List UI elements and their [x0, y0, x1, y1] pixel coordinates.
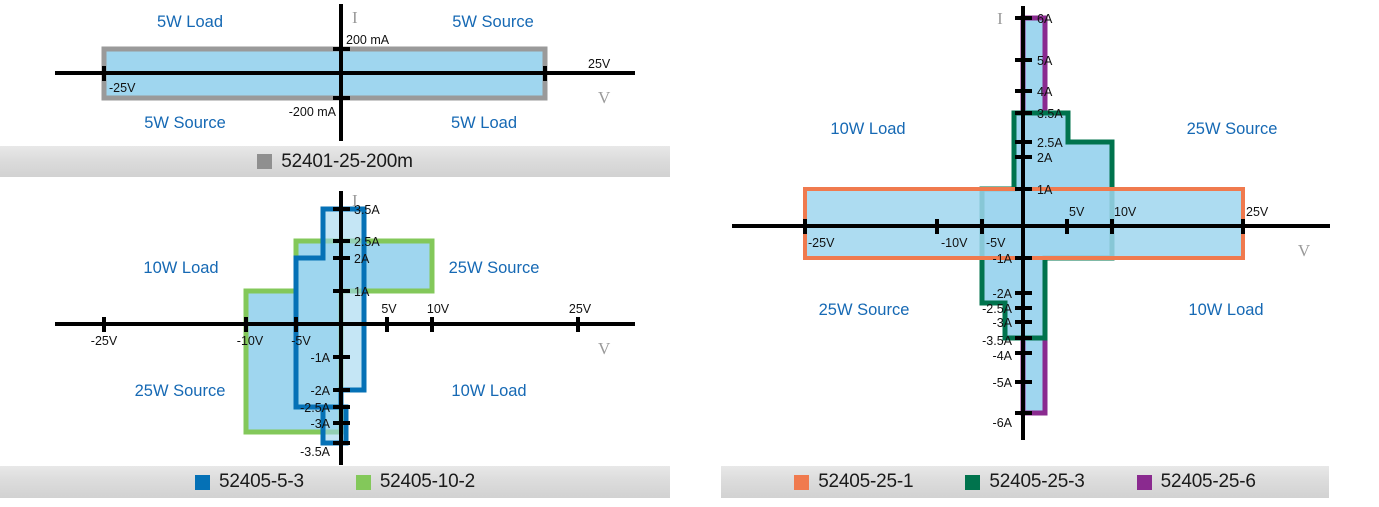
legend-item[interactable]: 52405-25-3 [965, 471, 1085, 493]
legend-item-label: 52401-25-200m [281, 150, 413, 172]
legend-item-label: 52405-25-6 [1160, 471, 1256, 492]
quadrant-label-top-left: 5W Load [157, 13, 223, 31]
right-panel: -25V -10V -5V 5V 10V 25V 6A 5A 4A 3.5A 2… [690, 0, 1379, 507]
v-tick-label-10: 10V [427, 302, 450, 316]
i-tick-label-2p5a: 2.5A [1037, 136, 1063, 150]
chart-52405-5-10-svg: -25V -10V -5V 5V 10V 25V 3.5A 2.5A 2A 1A… [55, 191, 635, 465]
v-tick-label-5: 5V [381, 302, 397, 316]
legend-item-label: 52405-5-3 [218, 471, 304, 492]
legend-swatch-icon [1136, 474, 1152, 490]
legend-52405-5-10: 52405-5-3 52405-10-2 [0, 466, 670, 498]
tick-label-v-neg: -25V [109, 81, 136, 95]
i-tick-label-3p5a: 3.5A [1037, 107, 1063, 121]
v-tick-label-5: 5V [1069, 205, 1085, 219]
axis-label-current: I [352, 8, 358, 27]
v-tick-label-neg5: -5V [986, 236, 1006, 250]
quadrant-label-bottom-left: 25W Source [819, 301, 910, 319]
i-tick-label-2p5a: 2.5A [354, 235, 380, 249]
i-tick-label-neg2a: -2A [311, 384, 331, 398]
i-tick-label-3p5a: 3.5A [354, 203, 380, 217]
quadrant-label-top-right: 25W Source [1187, 120, 1278, 138]
quadrant-label-bottom-left: 25W Source [135, 382, 226, 400]
legend-52401: 52401-25-200m [0, 146, 670, 177]
i-tick-label-neg3a: -3A [993, 316, 1013, 330]
i-tick-label-5a: 5A [1037, 54, 1053, 68]
v-tick-label-10: 10V [1114, 205, 1137, 219]
axis-label-current: I [997, 9, 1003, 28]
quadrant-label-top-left: 10W Load [830, 120, 905, 138]
legend-swatch-icon [794, 474, 810, 490]
i-tick-label-4a: 4A [1037, 85, 1053, 99]
tick-label-i-pos: 200 mA [346, 33, 390, 47]
left-panel: 200 mA -200 mA 25V -25V I V 5W Load 5W S… [0, 4, 670, 498]
axis-label-voltage: V [1298, 241, 1311, 260]
legend-swatch-icon [355, 474, 371, 490]
legend-item[interactable]: 52405-10-2 [355, 471, 476, 493]
i-tick-label-neg4a: -4A [993, 349, 1013, 363]
legend-item-label: 52405-25-1 [818, 471, 914, 492]
axis-label-voltage: V [598, 339, 611, 358]
i-tick-label-neg2a: -2A [993, 287, 1013, 301]
legend-item[interactable]: 52405-25-1 [794, 471, 914, 493]
quadrant-label-top-right: 25W Source [449, 259, 540, 277]
i-tick-label-neg3p5a: -3.5A [982, 334, 1013, 348]
quadrant-label-bottom-left: 5W Source [144, 114, 226, 132]
v-tick-label-neg10: -10V [941, 236, 968, 250]
legend-swatch-icon [194, 474, 210, 490]
legend-item[interactable]: 52405-25-6 [1136, 471, 1256, 493]
v-tick-label-25: 25V [569, 302, 592, 316]
chart-52405-25-svg: -25V -10V -5V 5V 10V 25V 6A 5A 4A 3.5A 2… [732, 6, 1330, 440]
quadrant-label-bottom-right: 10W Load [1188, 301, 1263, 319]
tick-label-v-pos: 25V [588, 57, 611, 71]
i-tick-label-neg1a: -1A [993, 252, 1013, 266]
quadrant-label-top-right: 5W Source [452, 13, 534, 31]
i-tick-label-2a: 2A [1037, 151, 1053, 165]
i-tick-label-1a: 1A [1037, 183, 1053, 197]
chart-52401-svg: 200 mA -200 mA 25V -25V I V 5W Load 5W S… [55, 4, 635, 141]
axis-label-voltage: V [598, 88, 611, 107]
legend-swatch-icon [257, 154, 273, 169]
i-tick-label-neg1a: -1A [311, 351, 331, 365]
legend-swatch-icon [965, 474, 981, 490]
axis-label-current: I [352, 191, 358, 210]
i-tick-label-neg3a: -3A [311, 417, 331, 431]
v-tick-label-25: 25V [1246, 205, 1269, 219]
quadrant-label-top-left: 10W Load [143, 259, 218, 277]
i-tick-label-neg2p5a: -2.5A [300, 401, 331, 415]
legend-item[interactable]: 52405-5-3 [194, 471, 304, 493]
legend-item[interactable]: 52401-25-200m [257, 151, 413, 173]
legend-52405-25: 52405-25-1 52405-25-3 52405-25-6 [721, 466, 1329, 498]
i-tick-label-2a: 2A [354, 252, 370, 266]
v-tick-label-neg5: -5V [291, 334, 311, 348]
i-tick-label-neg5a: -5A [993, 376, 1013, 390]
i-tick-label-1a: 1A [354, 285, 370, 299]
i-tick-label-neg2p5a: -2.5A [982, 302, 1013, 316]
i-tick-label-6a: 6A [1037, 12, 1053, 26]
quadrant-label-bottom-right: 5W Load [451, 114, 517, 132]
legend-item-label: 52405-25-3 [989, 471, 1085, 492]
quadrant-label-bottom-right: 10W Load [451, 382, 526, 400]
legend-item-label: 52405-10-2 [379, 471, 476, 492]
v-tick-label-neg10: -10V [237, 334, 264, 348]
tick-label-i-neg: -200 mA [289, 105, 337, 119]
i-tick-label-neg6a: -6A [993, 416, 1013, 430]
v-tick-label-neg25: -25V [91, 334, 118, 348]
i-tick-label-neg3p5a: -3.5A [300, 445, 331, 459]
v-tick-label-neg25: -25V [808, 236, 835, 250]
